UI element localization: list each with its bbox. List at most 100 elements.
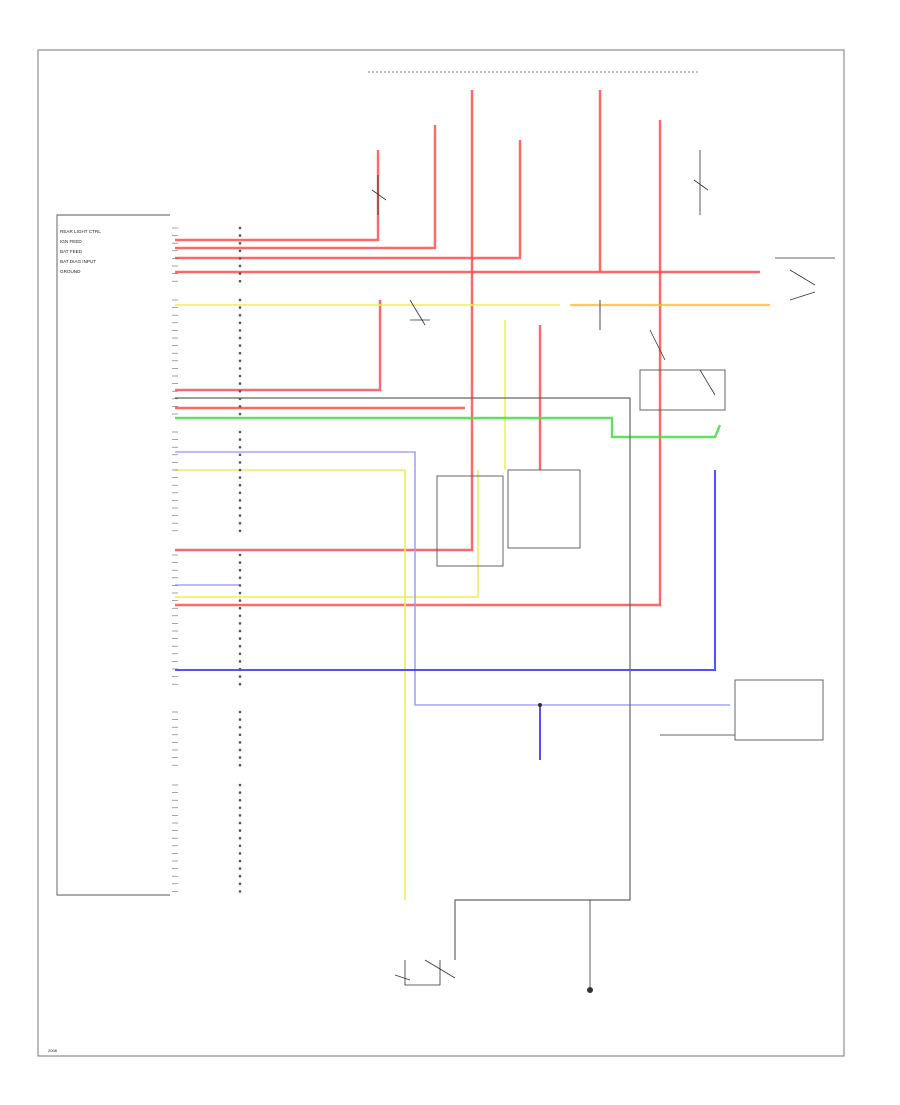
connector-pin-dot [238, 791, 242, 794]
relay-box [639, 369, 726, 411]
ecm-module-outline [56, 214, 170, 896]
outer-frame [37, 49, 845, 1057]
connector-pin-dot [238, 733, 242, 737]
connector-pin-dot [238, 514, 242, 517]
connector-pin-dot [238, 844, 242, 848]
green-wires [175, 416, 722, 439]
connector-pin-dot [238, 313, 242, 317]
ecm-label-1: IGN FEED [60, 239, 82, 244]
connector-pin-dot [238, 234, 242, 237]
connector-pin-dot [238, 405, 242, 408]
connector-pin-dot [238, 306, 242, 309]
connector-pin-dot [238, 483, 242, 487]
connector-pin-dot [238, 344, 242, 347]
connector-pin-dot [238, 783, 242, 787]
instrument-cluster-box-right [507, 469, 581, 549]
connector-pin-dot [238, 829, 242, 832]
red-wires [175, 90, 760, 607]
ecm-label-2: BAT FEED [60, 249, 83, 254]
connector-pin-dot [238, 682, 242, 686]
connector-pin-dot [238, 279, 242, 283]
footer-code: 2008 [48, 1048, 58, 1053]
gray-wires [175, 300, 735, 990]
connector-pin-dot [238, 576, 242, 580]
connector-pin-dot [238, 367, 242, 370]
ecm-connector-pins [172, 226, 242, 893]
connector-pin-dot [238, 890, 242, 893]
connector-pin-dot [238, 553, 242, 557]
connector-pin-dot [238, 756, 242, 759]
connector-pin-dot [238, 599, 242, 602]
connector-pin-dot [238, 491, 242, 495]
connector-pin-dot [238, 667, 242, 671]
connector-pin-dot [238, 336, 242, 340]
connector-pin-dot [238, 430, 242, 434]
connector-pin-dot [238, 382, 242, 385]
connector-pin-dot [238, 710, 242, 714]
connector-pin-dot [238, 359, 242, 363]
ecm-label-3: BAT DIAG INPUT [60, 259, 96, 264]
connector-pin-dot [238, 397, 242, 401]
connector-pin-dot [238, 321, 242, 325]
connector-pin-dot [238, 859, 242, 863]
connector-pin-dot [238, 798, 242, 802]
connector-pin-dot [238, 499, 242, 502]
right-connector-switch [775, 257, 835, 301]
connector-pin-dot [238, 412, 242, 416]
connector-pin-dot [238, 529, 242, 533]
connector-pin-dot [238, 241, 242, 245]
connector-pin-dot [238, 741, 242, 744]
ecm-label-0: REAR LIGHT CTRL [60, 229, 101, 234]
blue-wires [175, 451, 730, 760]
connector-pin-dot [238, 806, 242, 810]
connector-pin-dot [238, 867, 242, 870]
connector-pin-dot [238, 622, 242, 625]
connector-pin-dot [238, 675, 242, 678]
ecm-label-4: GROUND [60, 269, 81, 274]
connector-pin-dot [238, 298, 242, 302]
connector-pin-dot [238, 629, 242, 633]
connector-pin-dot [238, 614, 242, 618]
bottom-switch [394, 959, 456, 981]
connector-pin-dot [238, 257, 242, 260]
connector-pin-dot [238, 521, 242, 525]
connector-pin-dot [238, 438, 242, 441]
ground-symbol [587, 987, 593, 993]
connector-pin-dot [238, 226, 242, 230]
connector-pin-dot [238, 461, 242, 464]
connector-pin-dot [238, 874, 242, 878]
connector-pin-dot [238, 660, 242, 663]
connector-pin-dot [238, 264, 242, 268]
top-switch-marks [371, 150, 716, 396]
connector-pin-dot [238, 748, 242, 752]
connector-pin-dot [238, 249, 242, 253]
connector-pin-dot [238, 591, 242, 595]
connector-pin-dot [238, 606, 242, 610]
connector-pin-dot [238, 821, 242, 825]
connector-pin-dot [238, 652, 242, 656]
connector-pin-dot [238, 852, 242, 855]
connector-pin-dot [238, 718, 242, 721]
connector-pin-dot [238, 584, 242, 587]
connector-pin-dot [238, 476, 242, 479]
connector-pin-dot [238, 725, 242, 729]
connector-pin-dot [238, 637, 242, 640]
connector-pin-dot [238, 374, 242, 378]
connector-pin-dot [238, 561, 242, 564]
yellow-orange-wires [175, 303, 770, 900]
connector-pin-dot [238, 389, 242, 393]
connector-pin-dot [238, 644, 242, 648]
light-switch-box [734, 679, 824, 741]
connector-pin-dot [238, 882, 242, 886]
connector-pin-dot [238, 763, 242, 767]
instrument-cluster-box-left [436, 475, 504, 567]
connector-pin-dot [238, 568, 242, 572]
connector-pin-dot [238, 453, 242, 457]
connector-pin-dot [238, 506, 242, 510]
connector-pin-dot [238, 329, 242, 332]
connector-pin-dot [238, 468, 242, 472]
connector-pin-dot [238, 272, 242, 275]
connector-pin-dot [238, 836, 242, 840]
